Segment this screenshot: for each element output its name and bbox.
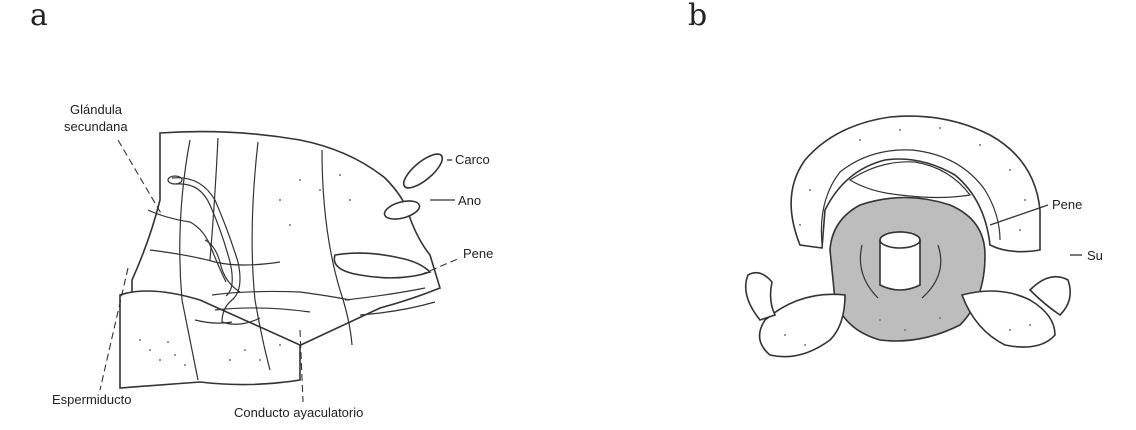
abdomen-lateral-view [120, 132, 447, 388]
abdomen-posterior-view [746, 116, 1071, 357]
label-su: Su [1087, 248, 1103, 263]
label-espermiducto: Espermiducto [52, 392, 131, 407]
label-glandula-line1: Glándula [70, 102, 122, 117]
label-ano: Ano [458, 193, 481, 208]
label-glandula-line2: secundana [64, 119, 128, 134]
label-conducto-ayaculatorio: Conducto ayaculatorio [234, 405, 363, 420]
label-pene-b: Pene [1052, 197, 1082, 212]
label-pene-a: Pene [463, 246, 493, 261]
leader-glandula [118, 140, 162, 215]
label-carco: Carco [455, 152, 490, 167]
